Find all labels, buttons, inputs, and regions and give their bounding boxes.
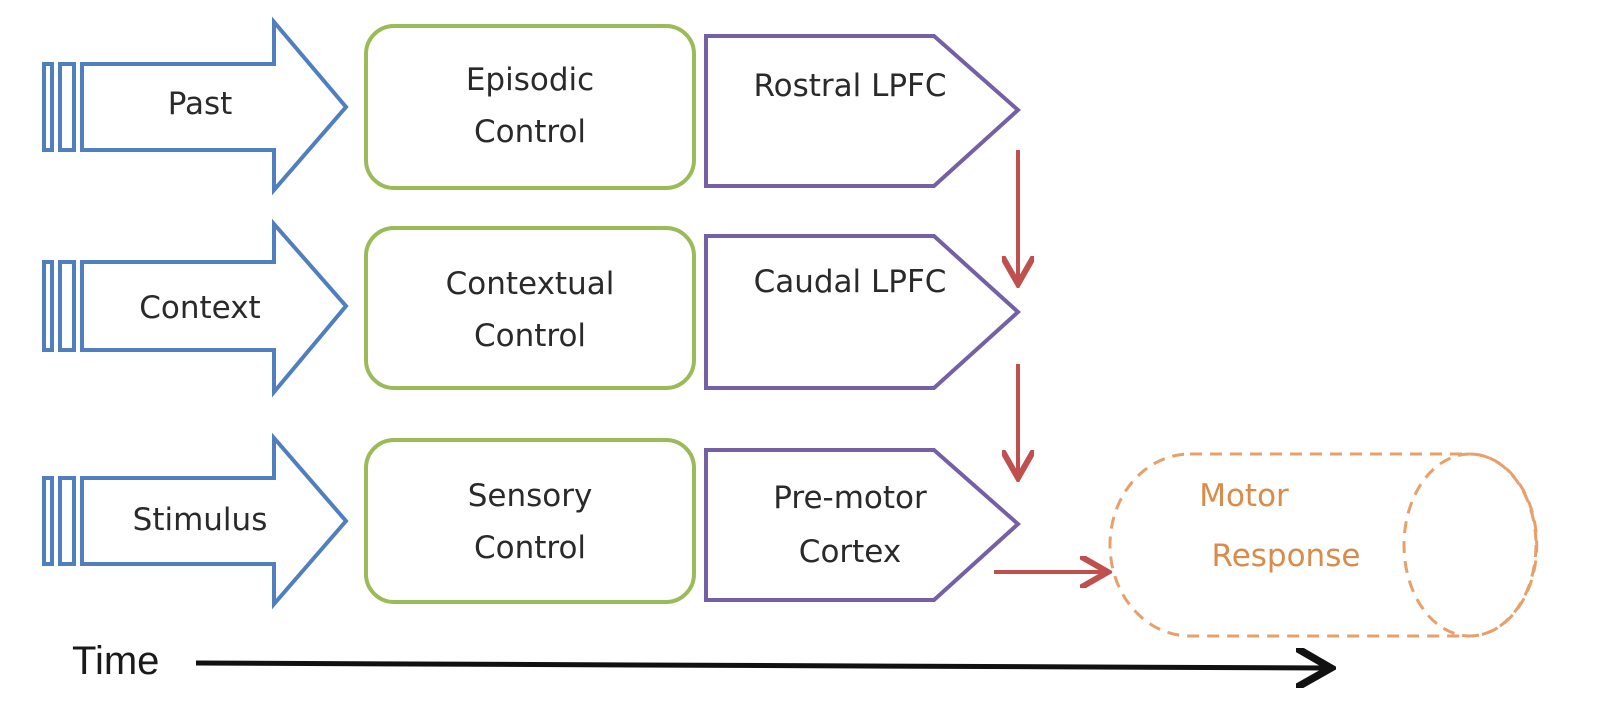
row-stimulus: Stimulus Sensory Control Pre-motor Corte… — [42, 432, 1022, 610]
input-label-past: Past — [168, 86, 233, 122]
control-label-line1: Episodic — [466, 62, 594, 98]
region-label: Caudal LPFC — [754, 264, 947, 300]
control-label-line2: Control — [474, 530, 586, 566]
row-past: Past Episodic Control Rostral LPFC — [42, 16, 1022, 196]
time-label: Time — [72, 639, 159, 683]
control-label-line1: Contextual — [446, 266, 615, 302]
control-label-line1: Sensory — [468, 478, 593, 514]
control-box-episodic: Episodic Control — [364, 24, 696, 190]
time-axis-arrow — [195, 663, 1326, 668]
control-box-sensory: Sensory Control — [364, 438, 696, 604]
input-label-stimulus: Stimulus — [133, 502, 268, 538]
input-arrow-past: Past — [42, 16, 349, 196]
region-box-premotor-cortex: Pre-motor Cortex — [704, 448, 1022, 602]
control-label-line2: Control — [474, 114, 586, 150]
row-context: Context Contextual Control Caudal LPFC — [42, 218, 1021, 398]
region-label: Rostral LPFC — [753, 68, 946, 104]
motor-response-shape: Motor Response — [1108, 452, 1539, 638]
region-label-line1: Pre-motor — [773, 480, 927, 516]
region-box-caudal-lpfc: Caudal LPFC — [704, 234, 1021, 390]
motor-response-line1: Motor — [1199, 478, 1289, 514]
input-label-context: Context — [139, 290, 260, 326]
control-box-contextual: Contextual Control — [364, 226, 696, 390]
motor-response-line2: Response — [1212, 538, 1361, 574]
input-arrow-context: Context — [42, 218, 349, 398]
region-box-rostral-lpfc: Rostral LPFC — [704, 34, 1022, 188]
region-label-line2: Cortex — [799, 534, 901, 570]
control-label-line2: Control — [474, 318, 586, 354]
input-arrow-stimulus: Stimulus — [42, 432, 349, 610]
